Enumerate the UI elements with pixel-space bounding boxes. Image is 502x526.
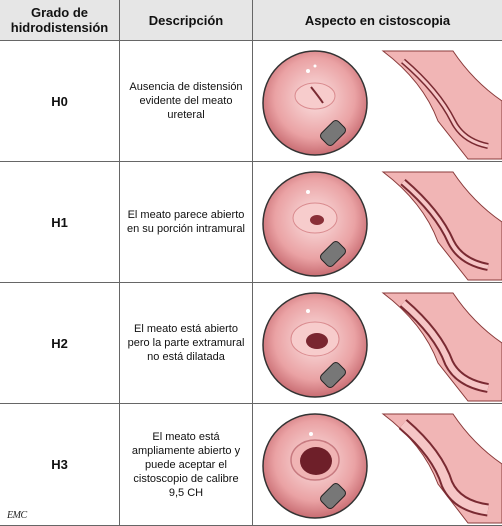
cystoscopy-illustration [253,283,502,403]
publisher-logo: EMC [7,510,27,521]
cystoscopy-illustration [253,404,502,525]
table-header: Grado de hidrodistensión Descripción Asp… [0,0,502,41]
cystoscopy-illustration [253,41,502,161]
grade-cell: H0 [51,93,68,109]
header-appearance: Aspecto en cistoscopia [304,12,451,28]
grade-cell: H1 [51,214,68,230]
description-cell: El meato está abierto pero la parte extr… [127,323,245,363]
cystoscopy-image [262,50,502,160]
cystoscopy-image [262,171,502,281]
description-cell: El meato parece abierto en su porción in… [126,209,245,235]
table-row: H0 Ausencia de distensión evidente del m… [0,41,502,162]
table-row: H1 El meato parece abierto en su porción… [0,162,502,283]
column-divider [119,0,120,525]
header-grade: Grado de hidrodistensión [10,5,109,35]
header-description: Descripción [148,12,224,28]
grade-cell: H2 [51,335,68,351]
grade-cell: H3 [51,457,68,472]
description-cell: El meato está ampliamente abierto y pued… [131,430,241,499]
cystoscopy-image [262,292,502,402]
cystoscopy-image [262,413,502,524]
description-cell: Ausencia de distensión evidente del meat… [129,81,243,121]
column-divider [252,0,253,525]
cystoscopy-illustration [253,162,502,282]
table-row: H2 El meato está abierto pero la parte e… [0,283,502,404]
table-row: H3 El meato está ampliamente abierto y p… [0,404,502,526]
